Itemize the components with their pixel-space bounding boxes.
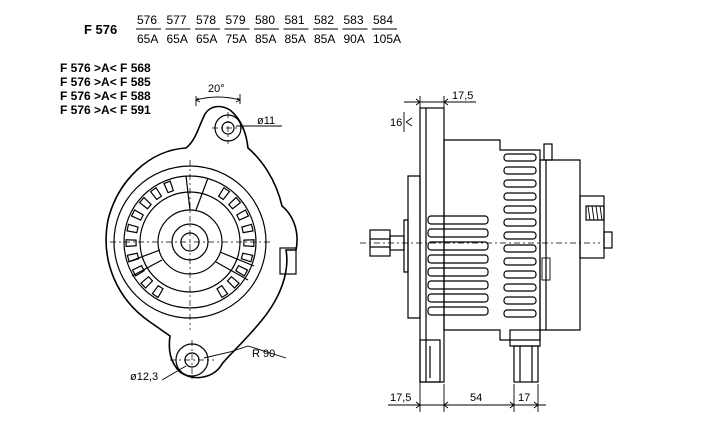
front-spoke-right — [215, 251, 255, 281]
bottom-right-dimension-label: 17 — [518, 392, 530, 404]
bottom-left-dimension-label: 17,5 — [390, 392, 411, 404]
side-rear-terminal — [579, 195, 605, 259]
fan-slot — [149, 186, 163, 201]
stator-fin — [427, 241, 489, 251]
fan-slot — [125, 239, 137, 248]
front-housing-outline — [105, 105, 298, 379]
variant-table: F 576 576 65A 577 65A 578 65A 579 75A 580 85A 581 8… — [84, 13, 401, 46]
angle-label: 20° — [208, 83, 225, 95]
equivalent-1: F 576 >A< F 568 — [60, 61, 151, 75]
cooling-fin — [503, 166, 537, 175]
variant-code: 579 — [226, 13, 246, 27]
cooling-fin — [503, 283, 537, 292]
cooling-fin — [503, 309, 537, 318]
cooling-fin — [503, 192, 537, 201]
cooling-fin — [503, 231, 537, 240]
flange-dimension-label: 16 — [390, 117, 402, 129]
fan-slot — [243, 239, 255, 248]
cooling-fin — [503, 205, 537, 214]
fan-slot — [226, 275, 240, 289]
variant-code: 577 — [167, 13, 187, 27]
fan-slot — [216, 284, 229, 299]
variant-amps: 65A — [137, 32, 158, 46]
variant-amps: 85A — [314, 32, 335, 46]
front-spoke-top — [185, 175, 209, 211]
variant-code: 576 — [137, 13, 157, 27]
variant-amps: 85A — [255, 32, 276, 46]
stator-fin — [427, 293, 489, 303]
stator-fin — [427, 215, 489, 225]
variant-amps: 105A — [373, 32, 401, 46]
side-stator-fins-right — [503, 153, 537, 318]
side-rear-ear — [513, 345, 539, 383]
fan-slot — [241, 223, 254, 234]
variant-code: 580 — [255, 13, 275, 27]
cooling-fin — [503, 296, 537, 305]
stator-fin — [427, 254, 489, 264]
variant-code: 581 — [285, 13, 305, 27]
fan-slot — [130, 209, 145, 221]
cooling-fin — [503, 218, 537, 227]
equivalents-list: F 576 >A< F 568 F 576 >A< F 585 F 576 >A… — [60, 61, 151, 117]
fan-slot — [140, 275, 154, 289]
equivalent-3: F 576 >A< F 588 — [60, 89, 151, 103]
variant-amps: 65A — [167, 32, 188, 46]
variant-amps: 75A — [226, 32, 247, 46]
side-rear-cover — [539, 159, 581, 331]
fan-slot — [217, 186, 231, 201]
variant-amps: 90A — [344, 32, 365, 46]
side-bottom-ear — [419, 339, 441, 383]
side-stator-fins-left — [427, 215, 489, 316]
cooling-fin — [503, 257, 537, 266]
stator-fin — [427, 280, 489, 290]
equivalent-2: F 576 >A< F 585 — [60, 75, 151, 89]
cooling-fin — [503, 244, 537, 253]
cooling-fin — [503, 179, 537, 188]
variant-code: 584 — [373, 13, 393, 27]
angle-arc — [195, 96, 241, 101]
side-fan — [407, 175, 421, 319]
model-label: F 576 — [84, 22, 117, 37]
fan-slot — [234, 264, 249, 277]
top-dimension-label: 17,5 — [452, 90, 473, 102]
radius-label: R 90 — [252, 348, 275, 360]
stator-fin — [427, 228, 489, 238]
fan-slot — [151, 284, 164, 299]
fan-slot — [138, 196, 152, 210]
variant-amps: 85A — [285, 32, 306, 46]
cooling-fin — [503, 153, 537, 162]
fan-slot — [228, 196, 242, 210]
fan-slot — [126, 223, 139, 234]
front-fan-slots — [125, 180, 255, 299]
front-view: 20° ø11 ø12,3 R 90 — [105, 83, 298, 383]
side-view: 17,5 16 — [360, 90, 613, 412]
cooling-fin — [503, 270, 537, 279]
bottom-mid-dimension-label: 54 — [470, 392, 482, 404]
equivalent-4: F 576 >A< F 591 — [60, 103, 151, 117]
fan-slot — [163, 180, 175, 194]
stator-fin — [427, 306, 489, 316]
fan-slot — [240, 252, 254, 263]
variant-amps: 65A — [196, 32, 217, 46]
fan-slot — [131, 264, 146, 277]
front-spoke-left — [127, 249, 163, 277]
stator-fin — [427, 267, 489, 277]
bottom-hole-diameter-label: ø12,3 — [130, 371, 158, 383]
variant-code: 582 — [314, 13, 334, 27]
top-hole-diameter-label: ø11 — [257, 115, 275, 127]
fan-slot — [235, 209, 250, 221]
front-terminal — [279, 247, 297, 275]
variant-code: 583 — [344, 13, 364, 27]
variant-code: 578 — [196, 13, 216, 27]
